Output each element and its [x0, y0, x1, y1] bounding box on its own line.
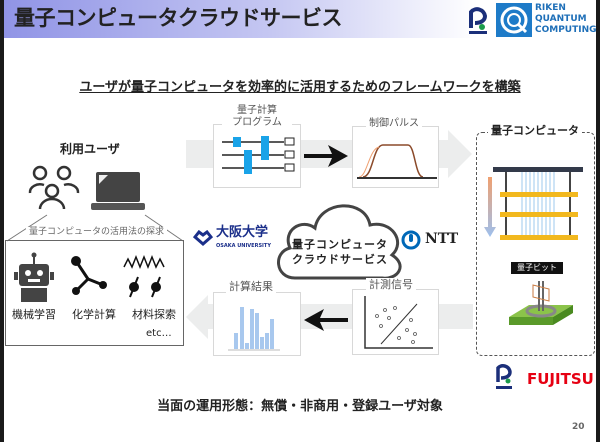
- program-label-1: 量子計算: [237, 105, 277, 116]
- molecule-icon: [71, 256, 107, 295]
- program-label-2: プログラム: [232, 117, 282, 128]
- rqc-logo-icon: [496, 3, 532, 37]
- forward-band-head: [448, 130, 472, 178]
- osaka-name: 大阪大学: [216, 225, 269, 240]
- fujitsu-logo: FUJITSU: [527, 370, 594, 388]
- rqc-logo-text: RIKEN QUANTUM COMPUTING: [535, 3, 597, 36]
- pulse-label: 制御パルス: [366, 118, 422, 130]
- page-number: 20: [572, 422, 585, 432]
- app-materials: 材料探索: [132, 308, 176, 321]
- ntt-logo-icon: [401, 230, 421, 250]
- arrow-right-icon: [304, 145, 348, 167]
- result-label: 計算結果: [226, 280, 276, 293]
- riken-logo: [467, 6, 489, 36]
- rqc-line-2: QUANTUM: [535, 14, 587, 24]
- cloud-label-1: 量子コンピュータ: [292, 238, 388, 251]
- cloud-icon: [277, 204, 402, 280]
- app-machine-learning: 機械学習: [12, 308, 56, 321]
- measure-box: [352, 289, 439, 355]
- rqc-line-3: COMPUTING: [535, 25, 597, 35]
- laptop-icon: [91, 172, 145, 210]
- dilution-fridge-icon: [484, 167, 583, 240]
- cloud-label-2: クラウドサービス: [292, 253, 388, 266]
- apps-row: 機械学習 化学計算 材料探索: [12, 308, 182, 322]
- qubit-label: 量子ビット: [511, 262, 563, 274]
- cloud-label: 量子コンピュータ クラウドサービス: [282, 237, 398, 267]
- scatter-plot-icon: [364, 296, 433, 349]
- slide-title: 量子コンピュータクラウドサービス: [14, 6, 343, 30]
- spins-icon: [123, 254, 165, 298]
- qc-label: 量子コンピュータ: [488, 124, 582, 138]
- subtitle: ユーザが量子コンピュータを効率的に活用するためのフレームワークを構築: [79, 80, 521, 95]
- arrow-left-icon: [304, 309, 348, 331]
- program-label: 量子計算 プログラム: [222, 105, 292, 129]
- ntt-name: NTT: [425, 231, 459, 247]
- riken-logo-bottom: [496, 364, 512, 389]
- pulse-waveform-icon: [357, 144, 437, 179]
- result-box: [213, 292, 301, 356]
- footer-note: 当面の運用形態：無償・非商用・登録ユーザ対象: [157, 399, 443, 414]
- qubit-chip-icon: [509, 281, 573, 325]
- osaka-name-en: OSAKA UNIVERSITY: [216, 243, 271, 249]
- users-label: 利用ユーザ: [60, 142, 120, 156]
- return-band-head: [186, 295, 208, 339]
- measure-label: 計測信号: [366, 278, 416, 291]
- apps-etc: etc…: [146, 328, 172, 339]
- explore-box: [5, 240, 184, 346]
- quantum-circuit-icon: [222, 136, 295, 174]
- osaka-logo-icon: [193, 230, 213, 246]
- program-box: [213, 124, 301, 188]
- robot-icon: [14, 252, 54, 302]
- app-chemistry: 化学計算: [72, 308, 116, 321]
- histogram-icon: [228, 307, 280, 351]
- rqc-line-1: RIKEN: [535, 3, 566, 13]
- pulse-box: [352, 126, 439, 188]
- explore-label: 量子コンピュータの活用法の探求: [26, 227, 168, 238]
- users-icon: [28, 165, 80, 210]
